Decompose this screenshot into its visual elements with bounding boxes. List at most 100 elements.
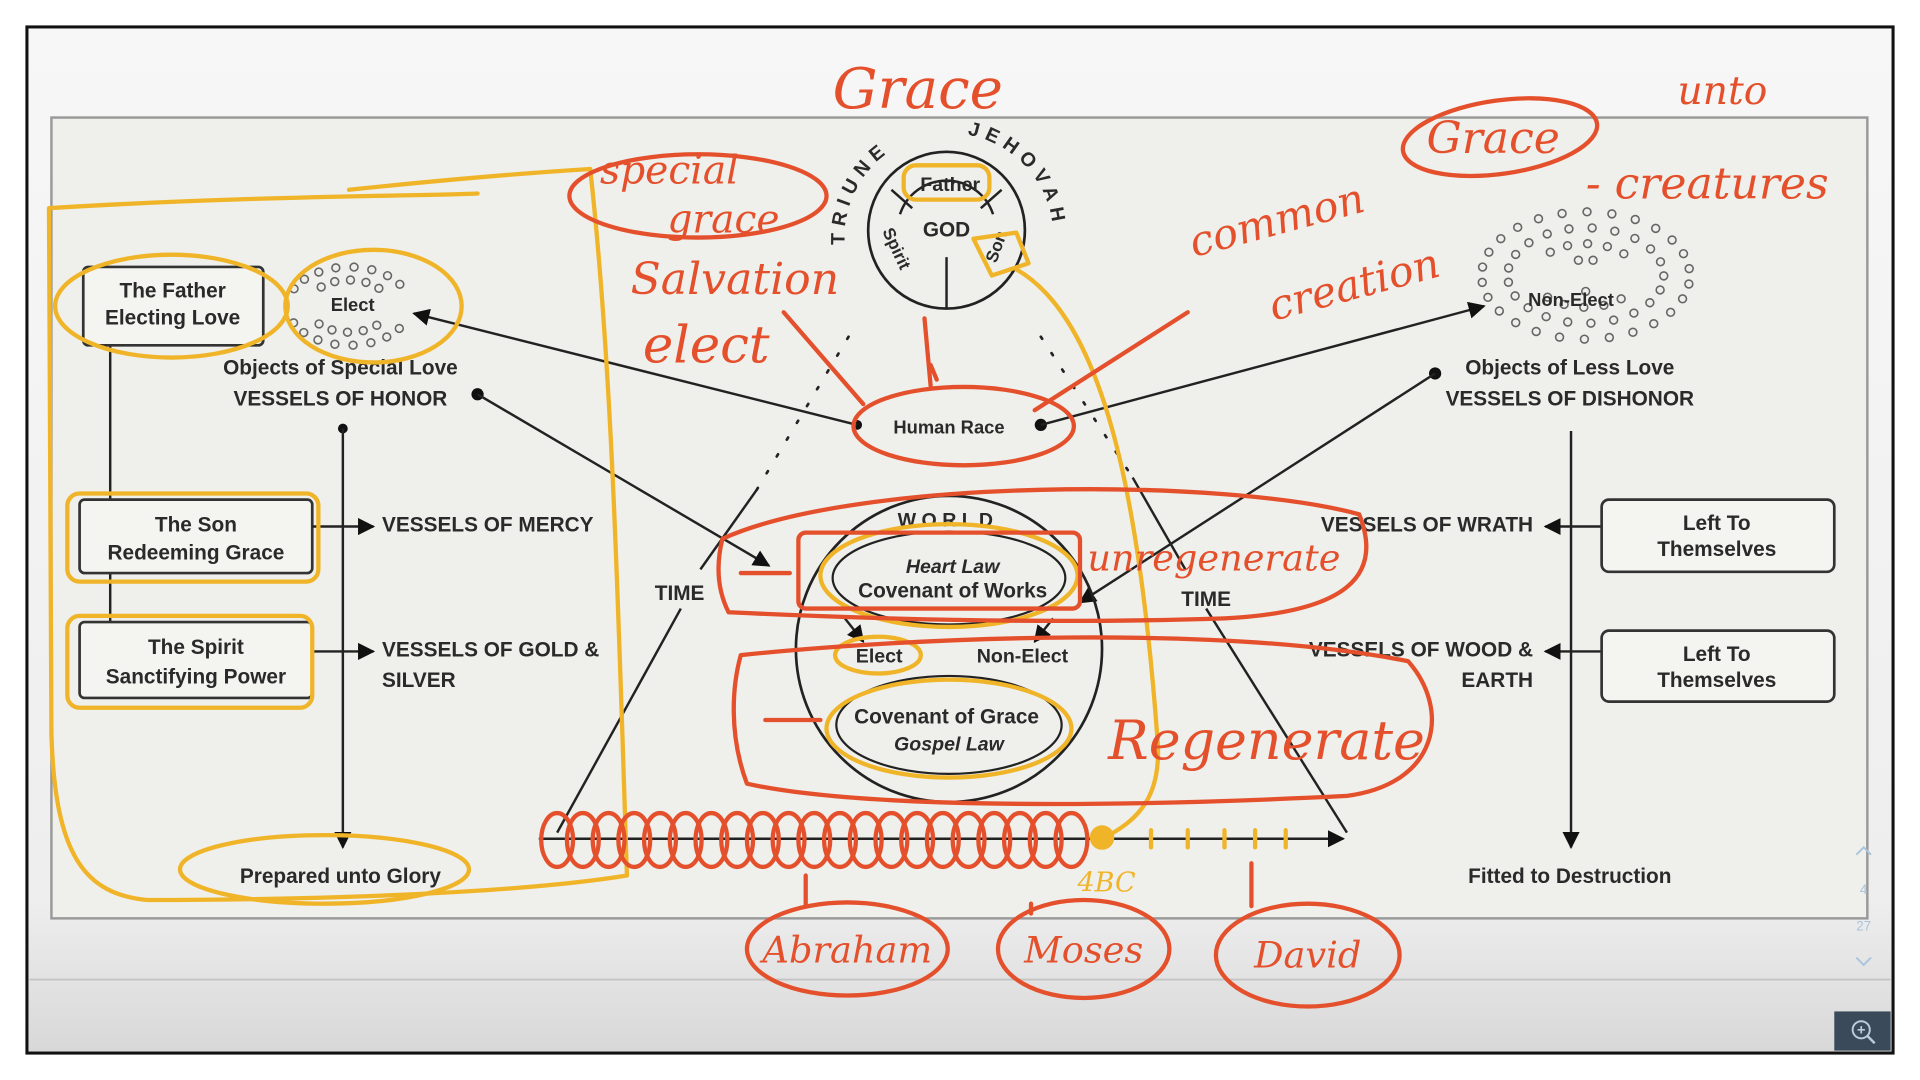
zoom-in-button[interactable] <box>1834 1011 1891 1051</box>
timeline-scribble <box>590 810 627 870</box>
timeline-scribble <box>770 810 807 870</box>
person-dot <box>1531 326 1541 337</box>
person-dot <box>366 337 376 348</box>
non-elect-label: Non-Elect <box>1528 289 1614 310</box>
person-dot <box>1608 315 1619 325</box>
person-dot <box>1645 298 1655 308</box>
person-dot <box>1655 257 1666 267</box>
page-current: 4 <box>1860 882 1868 897</box>
chevron-down-icon[interactable] <box>1855 956 1872 967</box>
annotation-unregenerate: unregenerate <box>1087 537 1340 580</box>
timeline-scribble <box>539 810 576 870</box>
person-dot <box>1665 307 1676 318</box>
time-right: TIME <box>1181 588 1231 611</box>
person-dot <box>1523 302 1533 313</box>
vessels-gold-1: VESSELS OF GOLD & <box>382 638 599 661</box>
timeline-scribble <box>1027 810 1064 870</box>
person-dot <box>1554 332 1565 342</box>
person-dot <box>372 320 382 330</box>
timeline-scribble <box>641 810 679 870</box>
left-to-1a: Left To <box>1683 512 1751 535</box>
person-dot <box>1511 317 1521 328</box>
person-dot <box>1684 279 1694 289</box>
person-dot <box>1557 208 1567 219</box>
spirit-title: The Spirit <box>148 636 244 659</box>
person-dot <box>367 265 377 275</box>
annotation-year: 4BC <box>1077 867 1136 898</box>
person-dot <box>1604 332 1615 343</box>
timeline-scribble <box>873 810 910 870</box>
world-non-elect: Non-Elect <box>977 645 1069 667</box>
god-father: Father <box>920 174 980 196</box>
page-total: 27 <box>1856 919 1871 934</box>
person-dot <box>1580 286 1591 297</box>
person-dot <box>1510 249 1521 260</box>
annotation-moses: Moses <box>1023 928 1143 971</box>
person-dot <box>1582 207 1592 217</box>
annotation-grace-right: Grace <box>1427 113 1560 164</box>
vessels-of-honor: VESSELS OF HONOR <box>234 387 448 410</box>
annotation-creatures: - creatures <box>1586 158 1829 209</box>
person-dot <box>1494 306 1505 316</box>
person-dot <box>1587 223 1597 233</box>
timeline-scribble <box>847 810 884 870</box>
covenant-of-grace: Covenant of Grace <box>854 706 1039 729</box>
annotation-grace-2: grace <box>667 198 779 243</box>
non-elect-cluster <box>1477 207 1694 344</box>
person-dot <box>1628 327 1638 337</box>
person-dot <box>361 277 371 288</box>
person-dot <box>1533 214 1544 224</box>
person-dot <box>1607 209 1617 219</box>
person-dot <box>1602 241 1613 252</box>
person-dot <box>1563 317 1573 327</box>
person-dot <box>1630 214 1640 225</box>
left-to-themselves-box-2 <box>1600 629 1836 703</box>
person-dot <box>1573 255 1584 265</box>
vessels-of-wrath: VESSELS OF WRATH <box>1321 513 1533 536</box>
person-dot <box>1582 238 1593 249</box>
vessels-wood-2: EARTH <box>1461 669 1533 692</box>
timeline-scribble <box>719 810 756 870</box>
person-dot <box>1545 247 1555 257</box>
vessels-gold-2: SILVER <box>382 669 456 692</box>
father-sub: Electing Love <box>105 306 240 329</box>
person-dot <box>1619 249 1629 259</box>
chevron-up-icon[interactable] <box>1855 846 1872 856</box>
annotation-special: special <box>600 149 739 194</box>
person-dot <box>1655 285 1665 295</box>
person-dot <box>331 263 341 273</box>
spirit-sub: Sanctifying Power <box>106 665 286 688</box>
person-dot <box>1503 277 1514 287</box>
page-scroller[interactable]: 4 27 <box>1855 846 1872 967</box>
person-dot <box>382 332 392 342</box>
person-dot <box>1610 226 1620 236</box>
person-dot <box>1678 248 1689 259</box>
zoom-in-icon <box>1851 1020 1876 1045</box>
timeline-scribble <box>693 810 730 870</box>
person-dot <box>1649 318 1659 329</box>
person-dot <box>327 325 337 335</box>
person-dot <box>382 270 393 281</box>
person-dot <box>1512 222 1523 233</box>
person-dot <box>348 340 358 350</box>
timeline-scribble <box>564 810 601 870</box>
person-dot <box>345 275 356 285</box>
gospel-law: Gospel Law <box>894 734 1006 756</box>
annotation-unto: unto <box>1678 69 1768 114</box>
person-dot <box>1677 294 1688 304</box>
person-dot <box>1510 291 1520 301</box>
person-dot <box>1483 292 1493 303</box>
person-dot <box>1586 318 1596 328</box>
person-dot <box>1496 233 1506 244</box>
heart-law: Heart Law <box>906 556 1001 578</box>
annotation-salvation: Salvation <box>631 254 840 305</box>
person-dot <box>1503 263 1514 273</box>
person-dot <box>358 325 368 336</box>
person-dot <box>1559 299 1569 310</box>
person-dot <box>1564 224 1574 234</box>
person-dot <box>330 276 340 287</box>
person-dot <box>1616 294 1626 304</box>
person-dot <box>1629 308 1639 318</box>
objects-special-love: Objects of Special Love <box>223 357 458 380</box>
person-dot <box>1667 235 1677 245</box>
